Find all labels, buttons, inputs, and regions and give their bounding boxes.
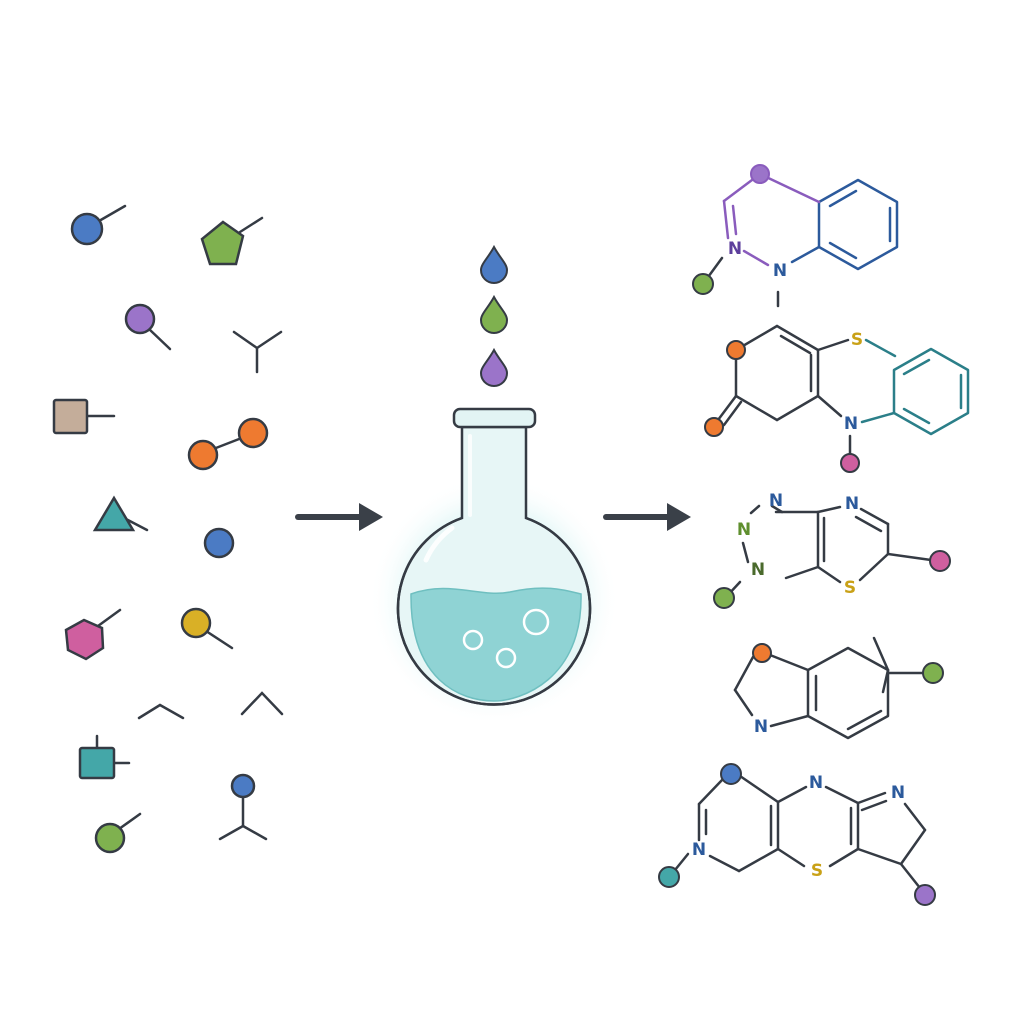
fragment-purple-ball <box>124 303 172 351</box>
fragment-blue-dot <box>203 527 235 559</box>
atom-label: N <box>844 414 858 434</box>
product-molecules: N N <box>658 164 970 906</box>
atom-label: N <box>737 520 751 540</box>
blue-drop-icon <box>479 244 509 284</box>
product-molecule-5: N N N S <box>658 763 936 906</box>
atom-label: N <box>891 783 905 803</box>
atom-label: N <box>754 717 768 737</box>
atom-label: S <box>811 861 823 881</box>
product-molecule-4: N <box>733 636 944 740</box>
arrow-out-of-flask <box>603 503 691 531</box>
fragment-pink-hexagon <box>64 608 122 661</box>
atom-label: N <box>692 840 706 860</box>
product-molecule-3: N N N N S <box>713 491 951 609</box>
fragment-teal-triangle <box>92 495 149 532</box>
atom-label: N <box>751 560 765 580</box>
atom-label: N <box>769 491 783 511</box>
fragment-y-shape <box>232 330 283 374</box>
atom-label: N <box>728 239 742 259</box>
fragment-teal-square <box>78 734 131 780</box>
purple-drop-icon <box>479 347 509 387</box>
green-drop-icon <box>479 294 509 334</box>
reagent-drops <box>479 244 509 387</box>
fragment-chevron-left <box>137 703 185 720</box>
flask-bubbles <box>462 608 550 669</box>
atom-label: N <box>809 773 823 793</box>
fragment-blue-ball <box>70 204 127 246</box>
fragment-blue-tripod <box>218 773 268 841</box>
product-molecule-2: S N <box>704 324 970 473</box>
atom-label: S <box>851 330 863 350</box>
round-bottom-flask-icon <box>369 407 619 725</box>
atom-label: N <box>845 494 859 514</box>
fragment-tan-square <box>52 398 116 435</box>
reagent-fragments <box>52 204 284 854</box>
fragment-green-ball <box>94 812 142 854</box>
fragment-chevron-right <box>240 691 284 716</box>
arrow-into-flask <box>295 503 383 531</box>
fragment-green-pentagon <box>200 216 264 266</box>
flask-liquid <box>410 587 582 702</box>
fragment-yellow-ball <box>180 607 234 650</box>
atom-label: N <box>773 261 787 281</box>
fragment-orange-dumbbell <box>187 417 269 471</box>
atom-label: S <box>844 578 856 598</box>
product-molecule-1: N N <box>692 164 899 308</box>
